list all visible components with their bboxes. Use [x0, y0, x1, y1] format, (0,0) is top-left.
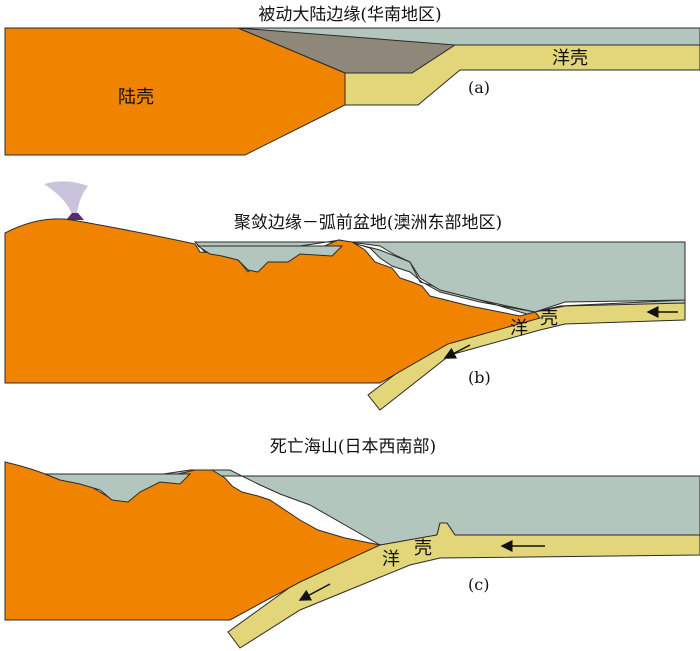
panel-b-arrow-slab: [443, 344, 471, 359]
panel-a-oceanic-label: 洋壳: [552, 48, 588, 69]
volcano-vent: [66, 213, 84, 220]
panel-b-continental-crust: [4, 218, 541, 384]
panel-b: 聚敛边缘－弧前盆地(澳洲东部地区) 洋 壳 (b): [4, 181, 686, 411]
panel-c-oceanic-label-1: 洋: [382, 549, 400, 570]
panel-a-continental-crust: [4, 27, 346, 156]
panel-b-tag: (b): [468, 368, 491, 387]
panel-c-oceanic-label-2: 壳: [414, 538, 432, 559]
panel-b-title: 聚敛边缘－弧前盆地(澳洲东部地区): [234, 213, 502, 233]
panel-c-arrow-slab: [298, 583, 331, 601]
panel-c-tag: (c): [468, 575, 489, 594]
panel-c-title: 死亡海山(日本西南部): [270, 437, 436, 457]
panel-a: 被动大陆边缘(华南地区) 陆壳 洋壳 (a): [4, 5, 700, 156]
panel-b-oceanic-label-2: 壳: [540, 308, 558, 329]
panel-a-title: 被动大陆边缘(华南地区): [258, 5, 441, 25]
panel-b-sea-main: [349, 241, 686, 313]
panel-a-tag: (a): [468, 78, 490, 97]
panel-c-oceanic-crust: [227, 522, 700, 649]
volcano-plume: [44, 181, 88, 215]
panel-c: 死亡海山(日本西南部) 洋 壳 (c): [4, 437, 700, 649]
panel-b-oceanic-label-1: 洋: [510, 318, 528, 339]
panel-a-oceanic-crust: [344, 44, 700, 106]
panel-c-forearc-basin: [44, 473, 192, 503]
panel-a-continental-label: 陆壳: [118, 87, 154, 108]
panel-b-forearc-basin: [196, 245, 344, 273]
